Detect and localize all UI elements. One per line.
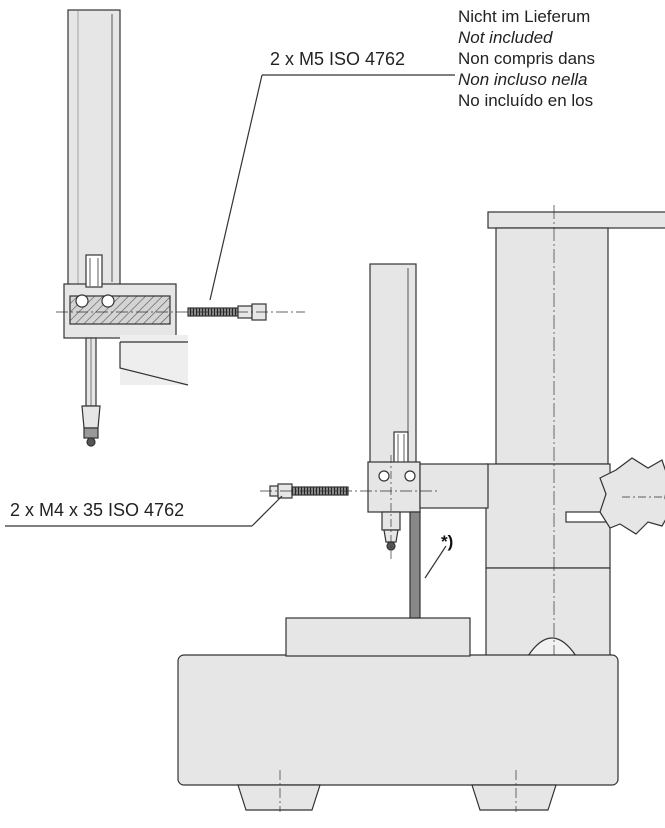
column-top-cap [487,211,665,229]
left-probe-body [67,9,121,286]
probe-arm [419,463,489,509]
left-probe-assembly [56,9,305,447]
note-line-fr: Non compris dans [458,49,596,68]
left-screw-label: 2 x M4 x 35 ISO 4762 [10,500,185,520]
middle-probe-body [369,263,417,465]
foot-right [471,784,557,811]
support-rod [409,511,421,619]
workpiece-block [285,617,471,657]
clamp-knob [599,457,665,535]
not-included-note: Nicht im Lieferum Not included Non compr… [458,6,595,111]
middle-probe-assembly [260,263,489,619]
middle-clamp-block [367,461,421,513]
note-line-it: Non incluso nella [458,70,588,89]
base-block [177,654,619,786]
top-screw [187,307,239,317]
left-leader [5,495,283,527]
foot-left [237,784,321,811]
note-line-en: Not included [458,28,553,47]
base [177,617,619,812]
top-screw-label: 2 x M5 ISO 4762 [270,49,406,69]
top-leader [209,74,455,301]
note-line-de: Nicht im Lieferum [458,7,591,26]
note-line-es: No incluído en los [458,91,594,110]
column-stand [485,205,665,700]
asterisk-label: *) [441,532,454,551]
column-upper [495,227,609,465]
